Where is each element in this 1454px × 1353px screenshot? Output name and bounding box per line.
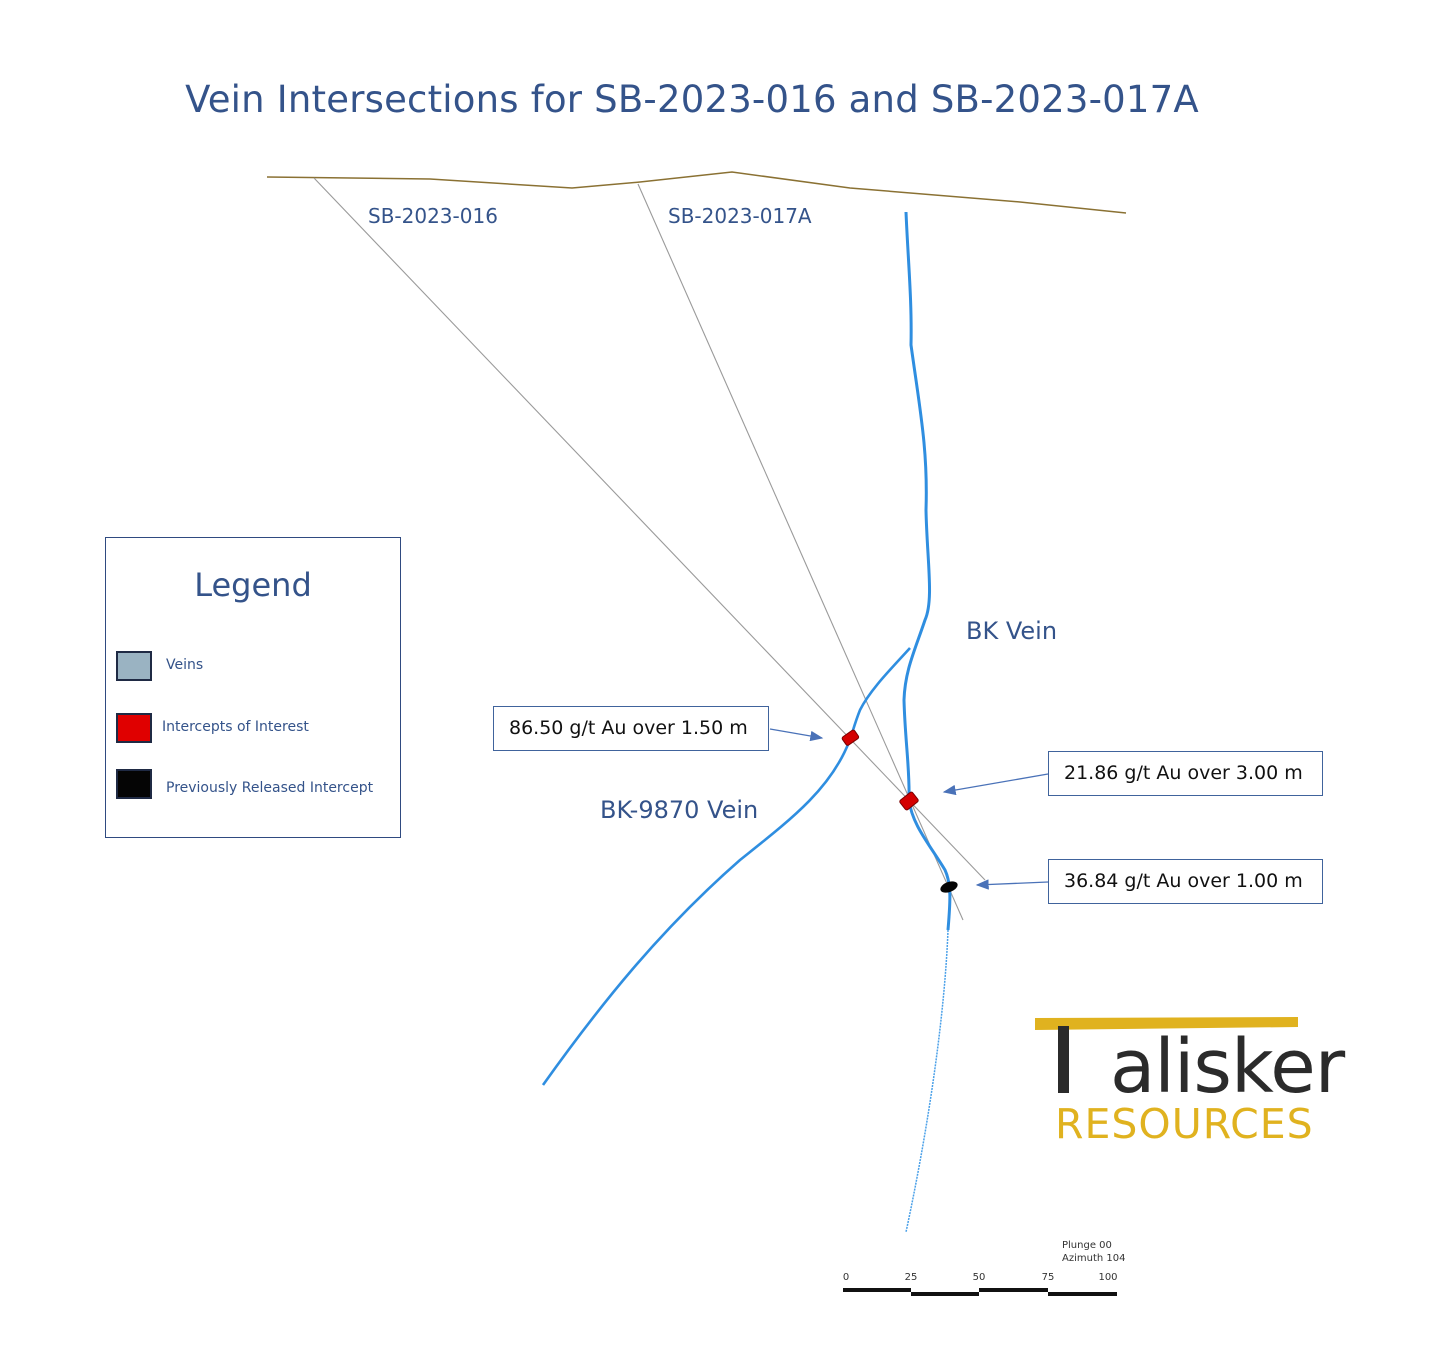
callout-intercept-36-84: 36.84 g/t Au over 1.00 m xyxy=(1048,859,1323,904)
intercept-86-50 xyxy=(841,729,860,746)
callout-arrow-3 xyxy=(975,879,1049,890)
plunge-text: Plunge 00 xyxy=(1062,1240,1112,1251)
orientation-note: Plunge 00 Azimuth 104 xyxy=(1062,1239,1125,1265)
legend-swatch-previous xyxy=(116,769,152,799)
scale-tick-75: 75 xyxy=(1041,1272,1055,1283)
legend-swatch-intercepts xyxy=(116,713,152,743)
logo-name: Talisker xyxy=(1078,1024,1345,1110)
azimuth-text: Azimuth 104 xyxy=(1062,1253,1126,1264)
drill-trace-sb-2023-016 xyxy=(313,177,986,881)
page-title: Vein Intersections for SB-2023-016 and S… xyxy=(185,78,1199,121)
legend-title: Legend xyxy=(194,566,312,604)
logo-stem xyxy=(1058,1026,1069,1093)
callout-intercept-86-50: 86.50 g/t Au over 1.50 m xyxy=(493,706,769,751)
scale-tick-100: 100 xyxy=(1098,1272,1118,1283)
callout-arrow-2 xyxy=(942,773,1049,796)
legend-box: Legend Veins Intercepts of Interest Prev… xyxy=(105,537,401,838)
scale-bar xyxy=(843,1288,1117,1296)
topography-line xyxy=(266,171,1127,214)
bk-vein-trace xyxy=(902,211,952,931)
bk-vein-label: BK Vein xyxy=(966,617,1058,645)
drill-hole-label-017a: SB-2023-017A xyxy=(668,204,812,228)
legend-label-previous: Previously Released Intercept xyxy=(166,780,374,796)
intercept-36-84 xyxy=(940,881,958,893)
bk-9870-vein-label: BK-9870 Vein xyxy=(600,796,759,824)
logo-name-rest: alisker xyxy=(1109,1024,1345,1110)
logo-bar xyxy=(1035,1017,1298,1030)
scale-tick-50: 50 xyxy=(972,1272,986,1283)
bk-vein-tail xyxy=(905,929,949,1233)
legend-label-veins: Veins xyxy=(166,657,204,673)
drill-hole-label-016: SB-2023-016 xyxy=(368,204,498,228)
intercept-21-86 xyxy=(899,791,919,811)
legend-swatch-veins xyxy=(116,651,152,681)
callout-arrow-1 xyxy=(769,728,824,742)
logo-subtitle: RESOURCES xyxy=(1055,1100,1314,1148)
legend-label-intercepts: Intercepts of Interest xyxy=(162,719,309,735)
scale-tick-0: 0 xyxy=(842,1272,850,1283)
bk-9870-vein-trace xyxy=(541,647,911,1086)
callout-intercept-21-86: 21.86 g/t Au over 3.00 m xyxy=(1048,751,1323,796)
scale-tick-25: 25 xyxy=(904,1272,918,1283)
